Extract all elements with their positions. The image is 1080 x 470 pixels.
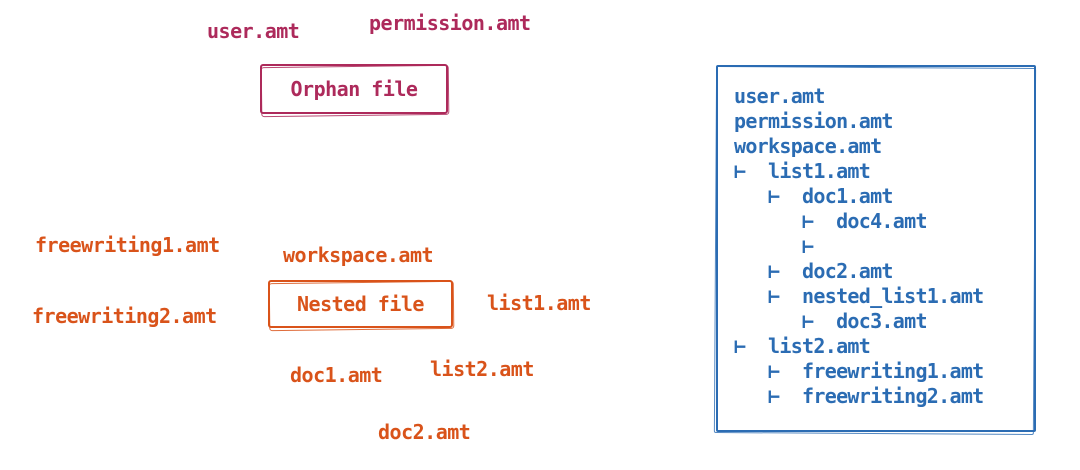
file-label-list2-amt: list2.amt: [430, 357, 534, 381]
tree-line-list2-amt: ⊢ list2.amt: [734, 334, 871, 358]
tree-line-doc4-amt: ⊢ doc4.amt: [734, 209, 927, 233]
file-label-list1-amt: list1.amt: [487, 291, 591, 315]
file-hierarchy-panel: user.amt permission.amt workspace.amt ⊢ …: [716, 65, 1036, 432]
orphan-file-box-label: Orphan file: [290, 77, 418, 101]
orphan-file-box: Orphan file: [260, 64, 448, 114]
file-label-permission-amt: permission.amt: [369, 11, 531, 35]
tree-line-list1-amt: ⊢ list1.amt: [734, 159, 871, 183]
tree-line-workspace-amt: workspace.amt: [734, 134, 882, 158]
nested-file-box: Nested file: [268, 280, 453, 328]
file-label-freewriting1-amt: freewriting1.amt: [35, 233, 220, 257]
tree-line-permission-amt: permission.amt: [734, 109, 893, 133]
tree-line-nested-list1-amt: ⊢ nested_list1.amt: [734, 284, 984, 308]
file-label-doc1-amt: doc1.amt: [290, 363, 383, 387]
tree-line-doc1-amt: ⊢ doc1.amt: [734, 184, 893, 208]
file-label-freewriting2-amt: freewriting2.amt: [32, 304, 217, 328]
tree-line-doc2-amt: ⊢ doc2.amt: [734, 259, 893, 283]
tree-line-doc3-amt: ⊢ doc3.amt: [734, 309, 927, 333]
file-label-workspace-amt: workspace.amt: [283, 243, 434, 267]
file-label-doc2-amt: doc2.amt: [378, 420, 471, 444]
nested-file-box-label: Nested file: [297, 292, 424, 316]
tree-line-freewriting2-amt: ⊢ freewriting2.amt: [734, 384, 984, 408]
file-label-user-amt: user.amt: [207, 19, 300, 43]
tree-line-user-amt: user.amt: [734, 84, 825, 108]
tree-line-empty-branch: ⊢: [734, 234, 814, 258]
tree-line-freewriting1-amt: ⊢ freewriting1.amt: [734, 359, 984, 383]
